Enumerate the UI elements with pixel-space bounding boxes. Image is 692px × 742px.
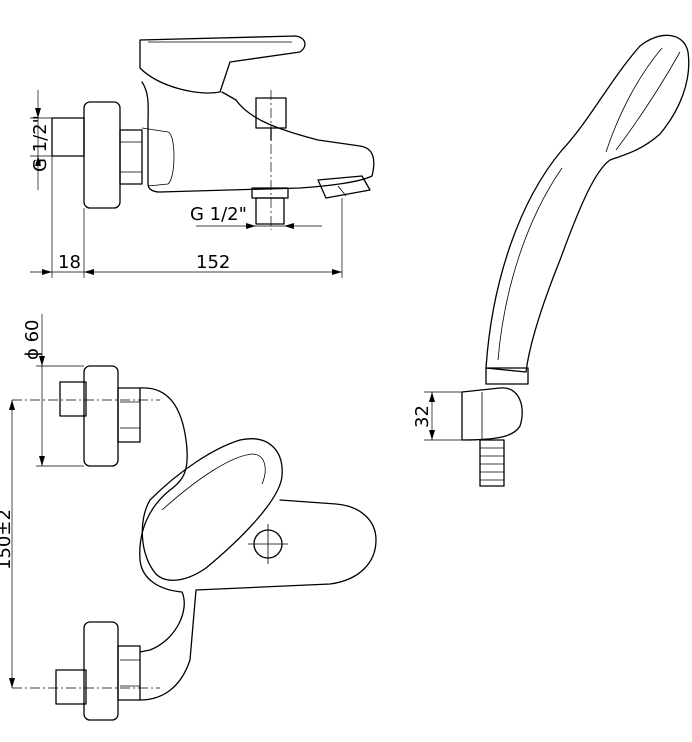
upper-hex-nut: [117, 387, 141, 443]
hose-connector: [479, 439, 505, 487]
side-pipe-connector: [51, 117, 85, 157]
hand-shower-handle: [485, 34, 690, 373]
length-label: 152: [196, 252, 230, 273]
center-distance-label: 150±2: [0, 509, 15, 570]
side-view: G 1/2" G 1/2" 18 152: [30, 35, 375, 278]
side-mixer-body: [141, 81, 375, 193]
side-thread-label: G 1/2": [30, 115, 51, 172]
upper-rosette: [83, 365, 119, 467]
side-rosette: [83, 101, 121, 209]
rosette-diameter-label: ϕ 60: [22, 320, 43, 361]
lower-pipe-connector: [55, 669, 87, 705]
side-spout: [317, 175, 371, 199]
side-outlet-pipe: [255, 197, 285, 225]
hand-shower-collar: [485, 367, 529, 385]
outlet-thread-label: G 1/2": [190, 204, 247, 225]
lower-rosette: [83, 621, 119, 721]
front-lever-handle: [141, 438, 283, 581]
lower-hex-nut: [117, 645, 141, 701]
side-lever-handle: [139, 35, 306, 94]
hand-shower-view: 32: [412, 34, 690, 487]
upper-pipe-connector: [59, 381, 87, 417]
front-mixer-body: [139, 387, 377, 701]
holder-height-label: 32: [412, 405, 433, 428]
offset-label: 18: [58, 252, 81, 273]
side-hex-nut: [119, 129, 143, 185]
front-view: ϕ 60 150±2: [0, 314, 377, 721]
shower-holder: [461, 387, 523, 441]
